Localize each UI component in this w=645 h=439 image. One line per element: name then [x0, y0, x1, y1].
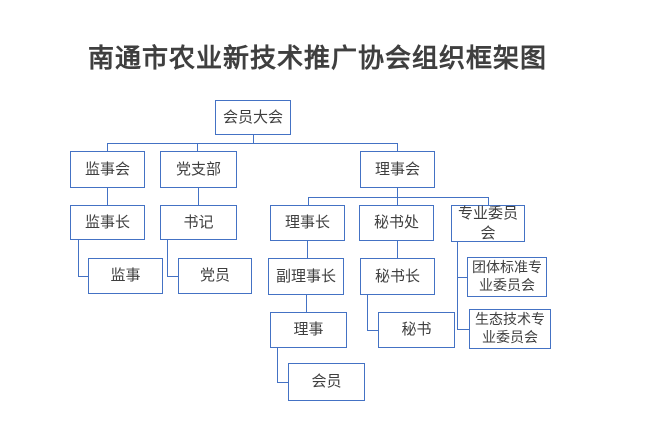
connector-line — [457, 329, 469, 330]
connector-line — [253, 135, 254, 144]
connector-line — [308, 197, 309, 206]
connector-line — [306, 295, 307, 312]
connector-line — [78, 276, 88, 277]
connector-line — [277, 348, 278, 383]
org-node-director: 理事 — [270, 312, 347, 348]
connector-line — [457, 277, 467, 278]
connector-line — [107, 143, 108, 152]
org-node-member: 会员 — [288, 363, 365, 401]
org-node-chairman: 理事长 — [270, 205, 345, 241]
org-node-secretariat: 秘书处 — [359, 205, 434, 241]
org-node-secretary-general: 秘书长 — [360, 258, 435, 295]
connector-line — [488, 197, 489, 206]
org-node-professional-committee: 专业委员会 — [451, 205, 525, 242]
connector-line — [397, 197, 398, 206]
connector-line — [167, 240, 168, 277]
connector-line — [397, 188, 398, 198]
connector-line — [107, 188, 108, 205]
org-node-chief-supervisor: 监事长 — [70, 205, 145, 240]
org-node-council: 理事会 — [360, 151, 435, 188]
connector-line — [107, 143, 398, 144]
connector-line — [308, 197, 489, 198]
org-node-group-standard-committee: 团体标准专业委员会 — [467, 257, 547, 297]
org-node-member-assembly: 会员大会 — [215, 100, 291, 135]
org-node-eco-tech-committee: 生态技术专业委员会 — [469, 309, 551, 349]
org-node-party-branch: 党支部 — [160, 151, 237, 188]
connector-line — [457, 242, 458, 330]
org-node-branch-secretary: 书记 — [160, 205, 237, 240]
connector-line — [277, 382, 288, 383]
connector-line — [78, 240, 79, 277]
org-node-supervisor: 监事 — [88, 258, 163, 294]
connector-line — [198, 188, 199, 205]
connector-line — [367, 295, 368, 331]
connector-line — [397, 143, 398, 152]
org-node-supervisory-board: 监事会 — [70, 151, 145, 188]
connector-line — [397, 241, 398, 258]
org-node-party-member: 党员 — [178, 258, 252, 294]
org-node-vice-chairman: 副理事长 — [268, 258, 344, 295]
page-title: 南通市农业新技术推广协会组织框架图 — [87, 43, 547, 73]
connector-line — [197, 143, 198, 152]
org-node-secretary: 秘书 — [378, 312, 455, 348]
connector-line — [167, 276, 178, 277]
connector-line — [367, 330, 378, 331]
connector-line — [307, 241, 308, 258]
